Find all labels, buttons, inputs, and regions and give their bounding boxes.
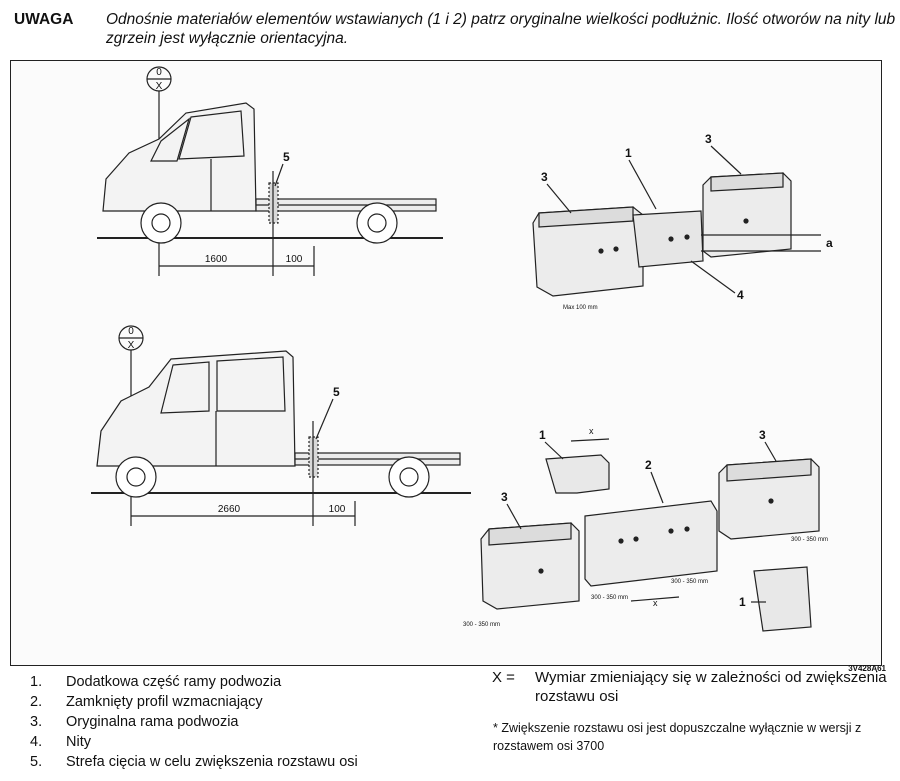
detail-bottom-d1: 300 - 350 mm: [791, 537, 828, 543]
detail-top-c3b: 3: [705, 132, 712, 146]
truck1-dim-a: 1600: [205, 254, 228, 265]
legend-item: 1. Dodatkowa część ramy podwozia: [30, 672, 358, 692]
axis-symbol-1-top: 0: [156, 67, 162, 78]
detail-bottom-c2: 2: [645, 458, 652, 472]
detail-bottom-d2: 300 - 350 mm: [671, 579, 708, 585]
truck2-dim-b: 100: [329, 504, 346, 515]
detail-bottom-c1a: 1: [539, 428, 546, 442]
detail-top-dim: Max 100 mm: [563, 305, 598, 311]
note-tag: UWAGA: [14, 11, 74, 28]
legend-num: 2.: [30, 694, 43, 710]
legend-text: Nity: [66, 734, 91, 750]
legend-text: Oryginalna rama podwozia: [66, 714, 239, 730]
truck-single-cab: 0 X 5 1600 100: [97, 66, 443, 276]
detail-welded-insert: 1 x 2 3 3 1 x 300 - 350 mm 300 - 350 mm …: [463, 426, 828, 632]
detail-riveted-joint: a 1 3 3 4 Max 100 mm: [532, 132, 833, 311]
legend-num: 1.: [30, 674, 43, 690]
legend-text: Dodatkowa część ramy podwozia: [66, 674, 282, 690]
legend: 1. Dodatkowa część ramy podwozia 2. Zamkni…: [30, 672, 358, 772]
figure-code: 3V428A61: [848, 664, 886, 673]
legend-item: 3. Oryginalna rama podwozia: [30, 712, 358, 732]
legend-item: 4. Nity: [30, 732, 358, 752]
detail-top-c1: 1: [625, 146, 632, 160]
axis-symbol-2-bottom: X: [128, 340, 135, 351]
detail-bottom-x1: x: [589, 426, 594, 436]
axis-symbol-2-top: 0: [128, 326, 134, 337]
detail-top-a: a: [826, 236, 833, 250]
detail-top-c4: 4: [737, 288, 744, 302]
detail-top-c3a: 3: [541, 170, 548, 184]
truck1-dim-b: 100: [286, 254, 303, 265]
truck2-callout: 5: [333, 385, 340, 399]
note-text: Odnośnie materiałów elementów wstawianyc…: [106, 11, 896, 47]
detail-bottom-c3a: 3: [501, 490, 508, 504]
axis-symbol-1-bottom: X: [156, 81, 163, 92]
x-text: Wymiar zmieniający się w zależności od z…: [535, 669, 887, 705]
detail-bottom-d3: 300 - 350 mm: [591, 595, 628, 601]
legend-num: 3.: [30, 714, 43, 730]
truck1-callout: 5: [283, 150, 290, 164]
truck-double-cab: 0 X 5 2660 100: [91, 325, 471, 526]
detail-bottom-d4: 300 - 350 mm: [463, 622, 500, 628]
legend-text: Zamknięty profil wzmacniający: [66, 694, 263, 710]
detail-bottom-c3b: 3: [759, 428, 766, 442]
detail-bottom-c1b: 1: [739, 595, 746, 609]
legend-num: 4.: [30, 734, 43, 750]
x-symbol: X =: [492, 669, 515, 686]
truck2-dim-a: 2660: [218, 504, 241, 515]
detail-bottom-x2: x: [653, 598, 658, 608]
legend-text: Strefa cięcia w celu zwiększenia rozstaw…: [66, 754, 358, 770]
technical-figure: 0 X 5 1600 100: [91, 66, 833, 632]
legend-item: 2. Zamknięty profil wzmacniający: [30, 692, 358, 712]
figure-frame: 0 X 5 1600 100: [10, 60, 882, 666]
footnote: * Zwiększenie rozstawu osi jest dopuszcz…: [493, 721, 862, 753]
legend-num: 5.: [30, 754, 43, 770]
legend-item: 5. Strefa cięcia w celu zwiększenia rozst…: [30, 752, 358, 772]
